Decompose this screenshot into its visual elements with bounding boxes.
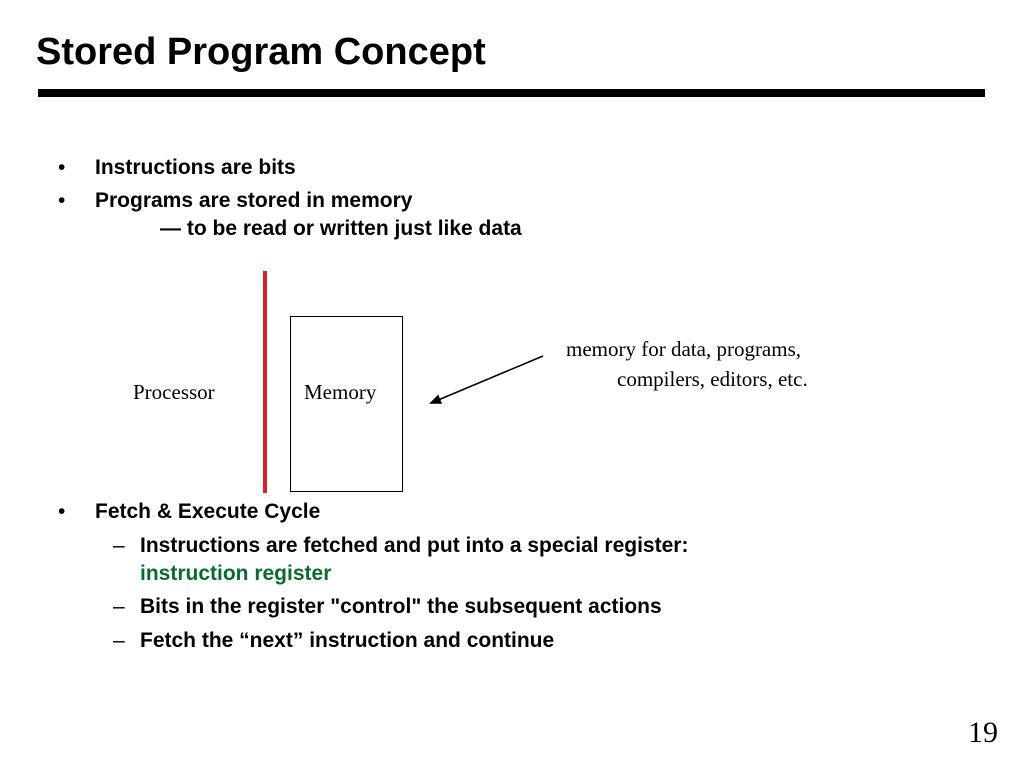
subbullet-text: Bits in the register "control" the subse…	[140, 595, 662, 618]
bullet-item-programs-stored: • Programs are stored in memory	[58, 187, 413, 215]
subbullet-text: Fetch the “next” instruction and continu…	[140, 629, 555, 652]
dash-icon: –	[113, 629, 125, 652]
memory-box	[290, 316, 403, 492]
annotation-line-2: compilers, editors, etc.	[617, 367, 808, 391]
processor-boundary-line	[263, 271, 267, 493]
bullet-item-fetch-execute: • Fetch & Execute Cycle	[58, 498, 321, 526]
page-number: 19	[968, 716, 998, 749]
dash-icon: –	[113, 534, 125, 557]
subbullet-item-control: – Bits in the register "control" the sub…	[113, 593, 662, 621]
bullet-text: Programs are stored in memory	[95, 189, 413, 212]
dash-icon: –	[113, 595, 125, 618]
bullet-continuation: — to be read or written just like data	[160, 217, 522, 240]
subbullet-text: Instructions are fetched and put into a …	[140, 534, 689, 557]
bullet-text: Fetch & Execute Cycle	[95, 500, 321, 523]
title-divider	[38, 89, 985, 97]
memory-label: Memory	[304, 380, 377, 404]
annotation-line-1: memory for data, programs,	[566, 337, 802, 361]
bullet-item-instructions-bits: • Instructions are bits	[58, 154, 296, 182]
processor-label: Processor	[133, 380, 215, 404]
subbullet-item-next: – Fetch the “next” instruction and conti…	[113, 627, 555, 655]
bullet-icon: •	[58, 500, 66, 523]
slide-title: Stored Program Concept	[36, 31, 486, 73]
bullet-icon: •	[58, 156, 66, 179]
bullet-icon: •	[58, 189, 66, 212]
memory-pointer-arrow	[429, 355, 544, 404]
subbullet-item-fetched: – Instructions are fetched and put into …	[113, 532, 689, 588]
instruction-register-term: instruction register	[140, 562, 332, 585]
bullet-text: Instructions are bits	[95, 156, 296, 179]
